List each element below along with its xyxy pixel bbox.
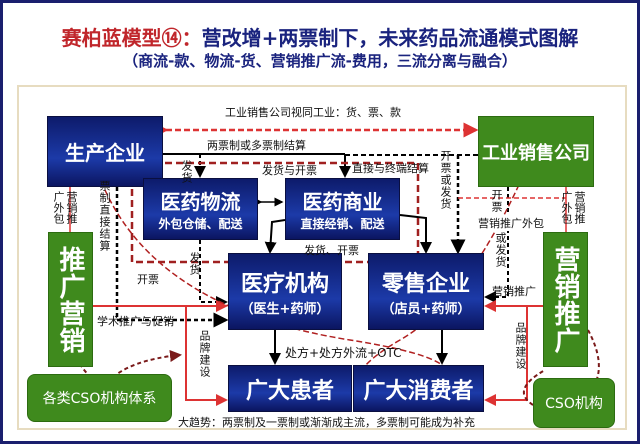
- label-settlement: 两票制或多票制结算: [207, 139, 306, 152]
- box-left-marketing: 推广营销: [48, 232, 93, 367]
- logistics-sub: 外包仓储、配送: [158, 217, 243, 231]
- consumers-label: 广大消费者: [363, 378, 474, 404]
- label-top-arrow: 工业销售公司视同工业：货、票、款: [225, 106, 401, 119]
- label-invoice-or-ship: 开票或发货: [439, 150, 452, 210]
- title-prefix: 赛柏蓝模型⑭：: [61, 26, 202, 50]
- box-medical: 医疗机构 （医生+药师）: [228, 253, 342, 330]
- cso-label: CSO机构: [545, 396, 603, 412]
- industry-sales-label: 工业销售公司: [482, 142, 590, 164]
- medical-sub: （医生+药师）: [240, 302, 330, 317]
- label-direct-settle: 直接与终端结算: [352, 162, 429, 175]
- retail-sub: （店员+药师）: [381, 302, 471, 317]
- commerce-label: 医药商业: [302, 190, 383, 214]
- label-invoice-left: 开票: [137, 273, 159, 286]
- label-outsourcing-right-h: 营销推广外包: [478, 215, 544, 231]
- box-cso: CSO机构: [533, 378, 615, 428]
- box-producer: 生产企业: [47, 116, 163, 187]
- label-ship-left: 发货: [188, 252, 201, 276]
- label-outsourcing-left: 营销推广外包: [52, 191, 78, 224]
- medical-label: 医疗机构: [240, 272, 329, 297]
- box-logistics: 医药物流外包仓储、配送: [143, 178, 258, 240]
- box-industry-sales: 工业销售公司: [478, 116, 594, 187]
- subtitle: （商流-款、物流-货、营销推广流-费用，三流分离与融合）: [123, 52, 517, 70]
- box-right-marketing: 营销推广: [543, 232, 588, 367]
- label-outsourcing-right-v: 营销推广外包: [560, 191, 586, 224]
- label-marketing-promo: 营销推广: [492, 285, 536, 298]
- box-commerce: 医药商业直接经销、配送: [285, 178, 400, 240]
- label-or-ship: 或发货: [494, 232, 507, 268]
- label-prescription: 处方+处方外流+OTC: [285, 346, 402, 360]
- title-main: 营改增+两票制下，未来药品流通模式图解: [201, 26, 579, 50]
- diagram-frame: [17, 85, 627, 430]
- label-trend: 大趋势：两票制及一票制或渐渐成主流，多票制可能成为补充: [178, 416, 475, 429]
- label-academic: 学术推广与促销: [97, 315, 174, 328]
- left-marketing-label: 推广营销: [55, 245, 85, 354]
- label-invoice-right: 开票: [490, 189, 503, 213]
- label-ship-invoice2: 发货、开票: [304, 244, 359, 257]
- label-ship: 发货: [180, 160, 193, 184]
- label-brand-right: 品牌建设: [514, 322, 527, 370]
- box-retail: 零售企业 （店员+药师）: [368, 253, 484, 330]
- commerce-sub: 直接经销、配送: [300, 217, 385, 231]
- logistics-label: 医药物流: [160, 190, 241, 214]
- label-brand-left: 品牌建设: [198, 330, 211, 378]
- cso-system-label: 各类CSO机构体系: [42, 391, 157, 407]
- right-marketing-label: 营销推广: [550, 245, 580, 354]
- label-ship-invoice: 发货与开票: [262, 164, 317, 177]
- retail-label: 零售企业: [381, 272, 470, 297]
- box-patients: 广大患者: [228, 365, 352, 412]
- producer-label: 生产企业: [65, 141, 145, 165]
- box-consumers: 广大消费者: [353, 365, 484, 412]
- patients-label: 广大患者: [245, 378, 334, 404]
- box-cso-system: 各类CSO机构体系: [27, 374, 172, 422]
- label-direct-ticket: 票制直接结算: [98, 180, 111, 252]
- page-title: 赛柏蓝模型⑭：营改增+两票制下，未来药品流通模式图解: [0, 22, 640, 51]
